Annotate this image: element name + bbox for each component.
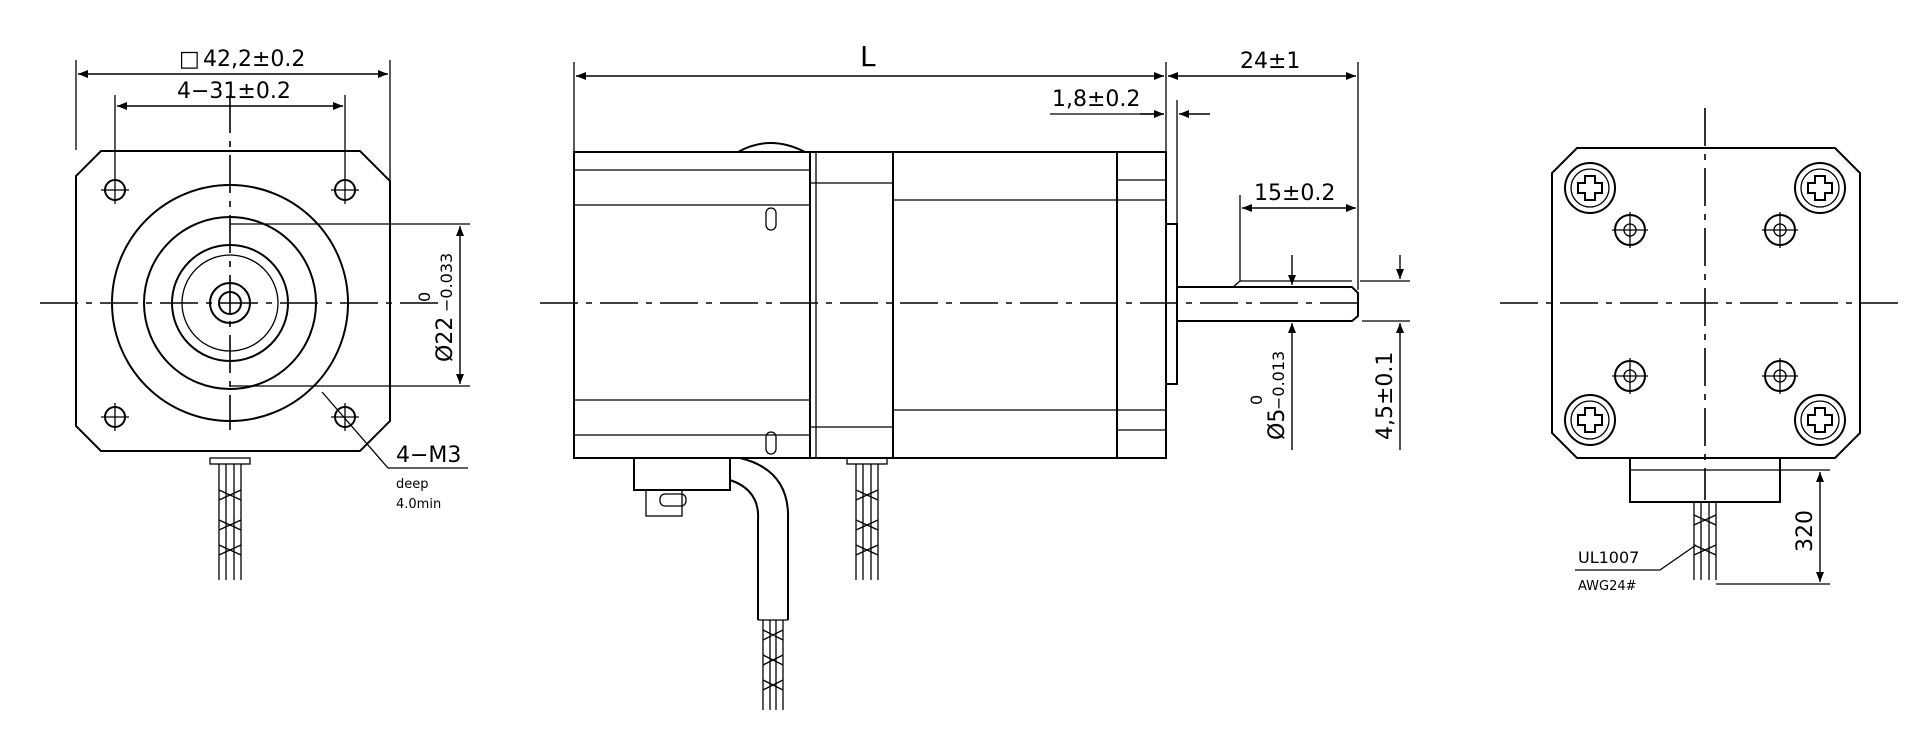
rear-large-screws — [1564, 162, 1846, 446]
rear-connector — [1629, 457, 1781, 503]
front-shaft — [218, 291, 242, 315]
wire-spec-ul: UL1007 — [1578, 548, 1639, 567]
front-outer-circle — [111, 184, 349, 422]
dim-hole-pitch: 4−31±0.2 — [114, 79, 346, 176]
step-label: 1,8±0.2 — [1052, 87, 1140, 112]
rear-view: UL1007 AWG24# 320 — [1500, 108, 1905, 594]
side-stator — [809, 151, 1167, 459]
length-L-label: L — [860, 40, 876, 73]
front-mounting-holes — [101, 176, 359, 431]
dim-lead-length: 320 — [1716, 469, 1830, 585]
front-shaft-collar — [209, 282, 251, 324]
front-boss-circle — [143, 216, 317, 390]
wire-spec-awg: AWG24# — [1578, 579, 1637, 594]
rear-cable — [1693, 502, 1717, 580]
side-shaft — [1177, 286, 1359, 322]
boss-tol-upper: 0 — [415, 292, 434, 302]
front-inner-circle — [171, 244, 289, 362]
square-symbol: □ — [179, 47, 200, 72]
side-motor-cable — [846, 457, 888, 580]
dim-shaft-length: 24±1 — [1168, 49, 1359, 290]
dim-flange-size: □ 42,2±0.2 — [75, 47, 391, 180]
thread-note-deep: deep — [396, 477, 429, 492]
dim-flat-depth: 4,5±0.1 — [1360, 255, 1410, 450]
side-encoder-wires — [762, 620, 784, 710]
dim-boss-diameter: Ø22 0 −0.033 — [230, 223, 470, 387]
boss-dia-label: Ø22 — [433, 317, 458, 362]
shaft-length-label: 24±1 — [1240, 49, 1300, 74]
flat-depth-label: 4,5±0.1 — [1373, 352, 1398, 440]
front-flange-outline — [75, 150, 391, 452]
shaft-tol-lower: −0.013 — [1269, 351, 1288, 410]
dim-flat-length: 15±0.2 — [1239, 181, 1356, 281]
callout-wire-spec: UL1007 AWG24# — [1575, 544, 1697, 594]
side-connector — [633, 457, 731, 491]
side-view: L 24±1 1,8±0.2 15±0.2 Ø5 0 — [540, 40, 1410, 710]
thread-label: 4−M3 — [396, 443, 461, 468]
boss-tol-lower: −0.033 — [437, 253, 456, 312]
side-top-bump — [737, 142, 806, 153]
shaft-dia-label: Ø5 — [1265, 409, 1290, 440]
hole-pitch-label: 4−31±0.2 — [177, 79, 291, 104]
thread-note-depth: 4.0min — [396, 497, 441, 512]
rear-outline — [1551, 147, 1861, 459]
side-boss-step — [1165, 223, 1178, 385]
front-view: □ 42,2±0.2 4−31±0.2 Ø22 0 −0.033 4−M3 de… — [40, 47, 470, 580]
lead-length-label: 320 — [1793, 510, 1818, 552]
front-inner-ring — [181, 254, 279, 352]
rear-small-screws — [1612, 212, 1798, 394]
side-encoder-cable — [739, 457, 790, 620]
dim-length-L: L — [573, 40, 1167, 152]
dim-shaft-diameter: Ø5 0 −0.013 — [1247, 255, 1300, 450]
front-cable — [209, 457, 251, 580]
side-rear-cap — [573, 151, 811, 459]
flat-length-label: 15±0.2 — [1254, 181, 1335, 206]
shaft-tol-upper: 0 — [1247, 395, 1266, 405]
dim-step: 1,8±0.2 — [1050, 87, 1210, 224]
callout-thread: 4−M3 deep 4.0min — [321, 391, 468, 512]
flange-size-label: 42,2±0.2 — [203, 47, 305, 72]
